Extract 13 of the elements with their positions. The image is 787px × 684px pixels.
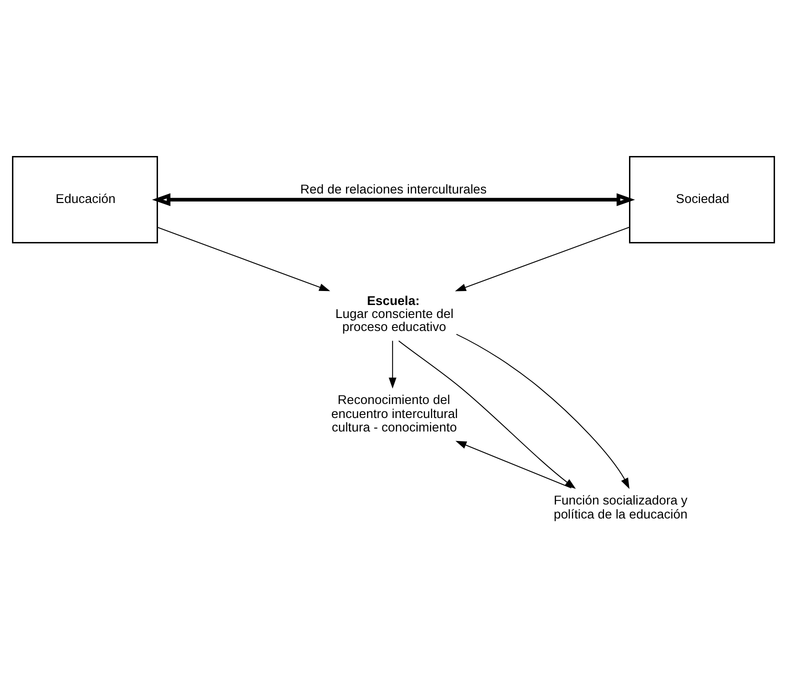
arrow (456, 440, 572, 488)
arrow (157, 226, 330, 291)
arrow (456, 333, 630, 489)
arrow (398, 340, 576, 488)
node-box: Sociedad (629, 155, 776, 243)
arrow (454, 226, 630, 291)
node-text: Función socializadora y política de la educación (554, 492, 688, 521)
arrow (152, 192, 635, 206)
arrow (388, 340, 396, 388)
node-text: Escuela: Lugar consciente del proceso educativo (335, 292, 454, 334)
node-box: Educación (12, 155, 158, 243)
node-text: Reconocimiento del encuentro intercultural cultura - conocimiento (331, 392, 458, 434)
edge-label: Red de relaciones interculturales (300, 180, 487, 196)
